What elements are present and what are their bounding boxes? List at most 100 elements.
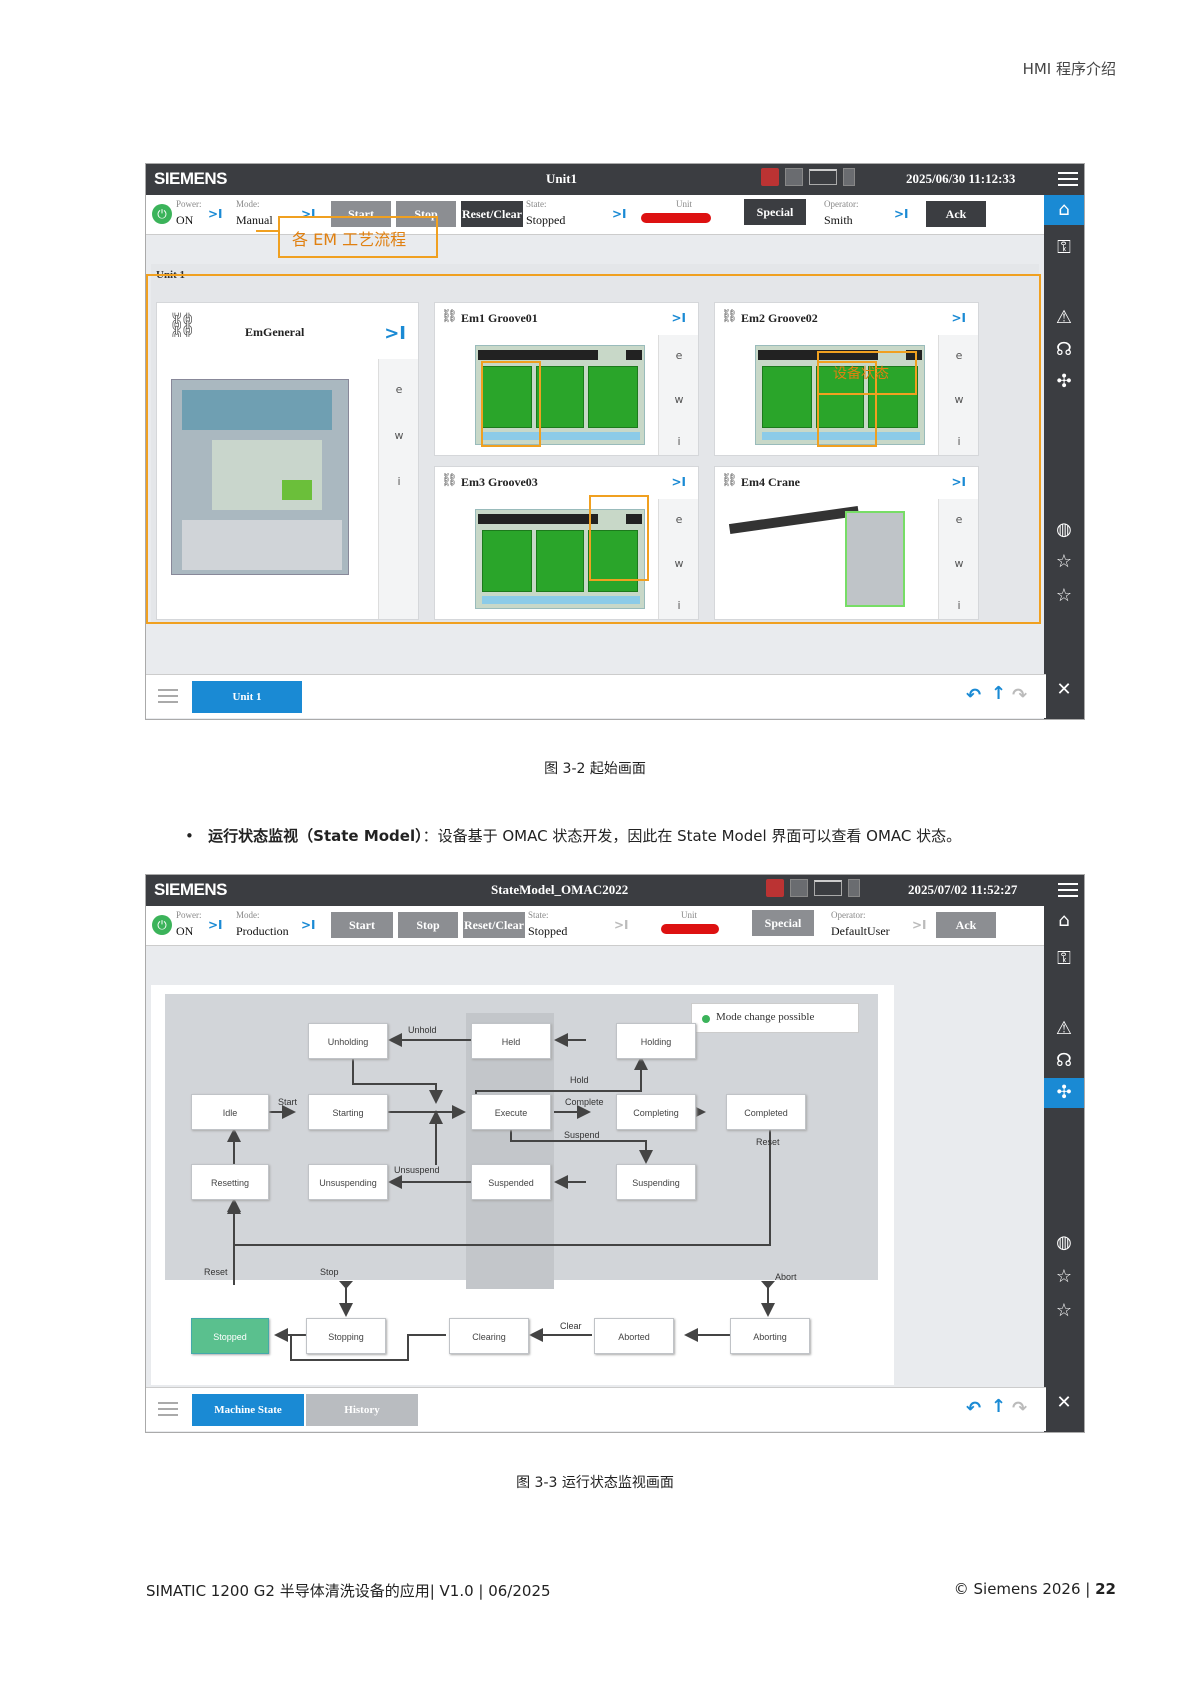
topology-icon[interactable]: ✣ (1044, 1078, 1084, 1108)
control-bar: ⏻ Power: ON >I Mode: Production >I Start… (146, 906, 1046, 946)
indicator-i[interactable]: i (957, 599, 961, 612)
open-chevron-icon[interactable]: >I (671, 475, 686, 489)
document-icon[interactable] (843, 168, 855, 186)
hamburger-icon[interactable] (158, 1402, 178, 1416)
indicator-w[interactable]: w (674, 557, 684, 570)
power-chevron-icon[interactable]: >I (208, 918, 223, 932)
indicator-e[interactable]: e (955, 513, 963, 526)
mode-chevron-icon[interactable]: >I (301, 918, 316, 932)
favorite-2-icon[interactable]: ☆ (1055, 585, 1073, 606)
tools-icon[interactable]: ✕ (1056, 679, 1072, 700)
menu-icon[interactable] (1058, 883, 1078, 897)
state-holding: Holding (616, 1023, 696, 1059)
state-aborted: Aborted (594, 1318, 674, 1354)
language-icon[interactable]: ◍ (1056, 519, 1072, 540)
alarm-view-icon[interactable]: ⚠ (1055, 1018, 1073, 1039)
document-icon[interactable] (848, 879, 860, 897)
tab-unit-1[interactable]: Unit 1 (192, 681, 302, 713)
reset-clear-button[interactable]: Reset/Clear (463, 912, 525, 938)
indicator-w[interactable]: w (954, 557, 964, 570)
open-chevron-icon[interactable]: >I (951, 475, 966, 489)
indicator-w[interactable]: w (954, 393, 964, 406)
indicator-e[interactable]: e (955, 349, 963, 362)
reset-clear-button[interactable]: Reset/Clear (461, 201, 523, 227)
state-resetting: Resetting (191, 1164, 269, 1200)
power-icon[interactable]: ⏻ (152, 915, 172, 935)
unit-label: Unit (676, 199, 693, 209)
undo-icon[interactable]: ↶ (966, 685, 982, 706)
card-em2-groove02[interactable]: ⛓ Em2 Groove02 >I 设备状态 e w i (714, 302, 979, 456)
favorite-1-icon[interactable]: ☆ (1055, 551, 1073, 572)
state-annotation-label: 设备状态 (833, 366, 889, 382)
state-suspending: Suspending (616, 1164, 696, 1200)
up-icon[interactable]: ↑ (991, 1396, 1007, 1417)
indicator-e[interactable]: e (675, 513, 683, 526)
user-key-icon[interactable]: ⚿ (1057, 948, 1071, 969)
card-em1-groove01[interactable]: ⛓ Em1 Groove01 >I e w i (434, 302, 699, 456)
alarm-icon[interactable] (766, 879, 784, 897)
datetime: 2025/07/02 11:52:27 (908, 882, 1018, 897)
indicator-i[interactable]: i (677, 435, 681, 448)
card-em3-groove03[interactable]: ⛓ Em3 Groove03 >I e w i (434, 466, 699, 620)
display-icon[interactable] (785, 168, 803, 186)
indicator-i[interactable]: i (677, 599, 681, 612)
state-chevron-icon[interactable]: >I (612, 207, 627, 221)
display-icon[interactable] (790, 879, 808, 897)
operator-chevron-icon[interactable]: >I (912, 918, 927, 932)
indicator-w[interactable]: w (674, 393, 684, 406)
menu-icon[interactable] (1058, 172, 1078, 186)
state-chevron-icon[interactable]: >I (614, 918, 629, 932)
diagnostics-icon[interactable]: ☊ (1056, 339, 1072, 360)
tab-machine-state[interactable]: Machine State (192, 1394, 304, 1426)
transition-arrows (227, 1033, 775, 1361)
card-emgeneral[interactable]: ⛓ EmGeneral >I e w i (156, 302, 419, 620)
diagnostics-icon[interactable]: ☊ (1056, 1050, 1072, 1071)
card-em4-crane[interactable]: ⛓ Em4 Crane >I e w i (714, 466, 979, 620)
indicator-e[interactable]: e (675, 349, 683, 362)
alarm-icon[interactable] (761, 168, 779, 186)
favorite-1-icon[interactable]: ☆ (1055, 1266, 1073, 1287)
home-icon[interactable]: ⌂ (1044, 195, 1084, 225)
hamburger-icon[interactable] (158, 689, 178, 703)
alarm-view-icon[interactable]: ⚠ (1055, 307, 1073, 328)
home-icon[interactable]: ⌂ (1058, 910, 1070, 931)
user-key-icon[interactable]: ⚿ (1057, 237, 1071, 258)
label-abort: Abort (775, 1272, 797, 1282)
ack-button[interactable]: Ack (936, 912, 996, 938)
special-button[interactable]: Special (744, 199, 806, 225)
tab-history[interactable]: History (306, 1394, 418, 1426)
network-icon[interactable] (814, 880, 842, 896)
operator-label: Operator: (824, 199, 859, 209)
topology-icon[interactable]: ✣ (1056, 371, 1072, 392)
state-execute: Execute (471, 1094, 551, 1130)
open-chevron-icon[interactable]: >I (671, 311, 686, 325)
open-chevron-icon[interactable]: >I (951, 311, 966, 325)
indicator-w[interactable]: w (394, 429, 404, 442)
ack-button[interactable]: Ack (926, 201, 986, 227)
indicator-i[interactable]: i (397, 475, 401, 488)
language-icon[interactable]: ◍ (1056, 1232, 1072, 1253)
start-button[interactable]: Start (331, 201, 391, 227)
status-icons (766, 879, 860, 897)
label-unhold: Unhold (408, 1025, 437, 1035)
mode-value: Manual (236, 213, 273, 227)
state-label: State: (526, 199, 547, 209)
special-button[interactable]: Special (752, 910, 814, 936)
operator-chevron-icon[interactable]: >I (894, 207, 909, 221)
network-icon[interactable] (809, 169, 837, 185)
power-label: Power: (176, 910, 202, 920)
open-chevron-icon[interactable]: >I (384, 323, 406, 344)
indicator-i[interactable]: i (957, 435, 961, 448)
up-icon[interactable]: ↑ (991, 683, 1007, 704)
undo-icon[interactable]: ↶ (966, 1398, 982, 1419)
favorite-2-icon[interactable]: ☆ (1055, 1300, 1073, 1321)
stop-button[interactable]: Stop (398, 912, 458, 938)
power-chevron-icon[interactable]: >I (208, 207, 223, 221)
start-button[interactable]: Start (331, 912, 393, 938)
redo-icon[interactable]: ↷ (1012, 1398, 1028, 1419)
card-title: Em2 Groove02 (741, 311, 818, 325)
tools-icon[interactable]: ✕ (1056, 1392, 1072, 1413)
indicator-e[interactable]: e (395, 383, 403, 396)
power-icon[interactable]: ⏻ (152, 204, 172, 224)
redo-icon[interactable]: ↷ (1012, 685, 1028, 706)
